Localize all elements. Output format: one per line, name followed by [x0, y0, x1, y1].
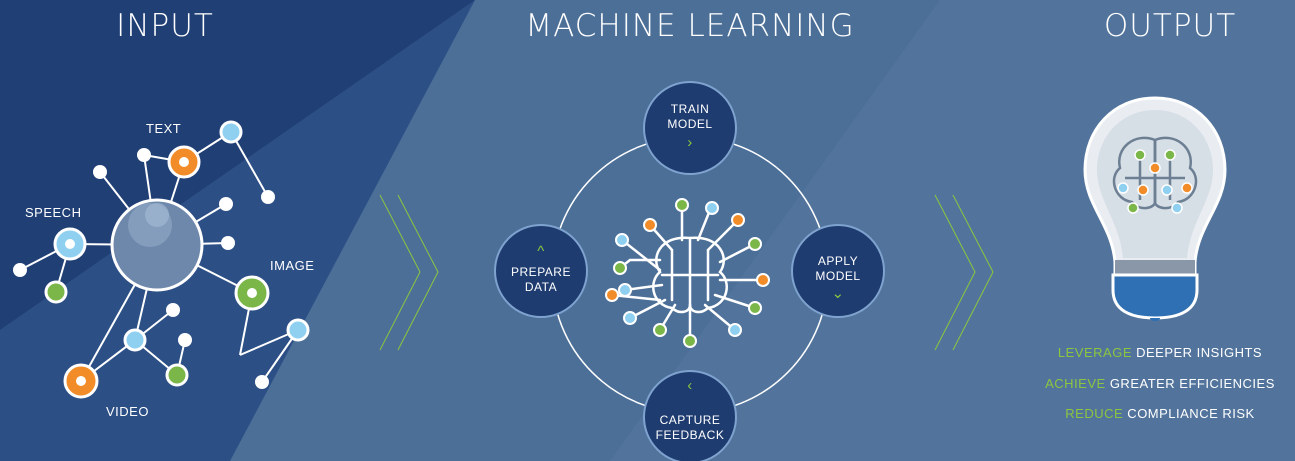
- chevron-down-icon: ⌄: [831, 285, 845, 302]
- text-label: TEXT: [146, 121, 182, 136]
- machine-learning-title: MACHINE LEARNING: [525, 8, 855, 44]
- train-model-line2: MODEL: [667, 117, 713, 131]
- output-reduce-highlight: REDUCE: [1065, 406, 1124, 421]
- chevron-up-icon: ^: [537, 243, 545, 260]
- capture-feedback-line2: FEEDBACK: [655, 428, 725, 442]
- apply-model-node: APPLY MODEL ⌄: [791, 224, 885, 318]
- prepare-data-node: ^ PREPARE DATA: [494, 224, 588, 318]
- train-model-node: TRAIN MODEL ›: [643, 81, 737, 175]
- output-reduce-line: REDUCE COMPLIANCE RISK: [1030, 406, 1290, 421]
- train-model-line1: TRAIN: [670, 102, 710, 116]
- output-leverage-line: LEVERAGE DEEPER INSIGHTS: [1030, 345, 1290, 360]
- speech-label: SPEECH: [25, 205, 82, 220]
- output-leverage-highlight: LEVERAGE: [1057, 345, 1132, 360]
- image-label: IMAGE: [270, 258, 315, 273]
- input-title: INPUT: [116, 8, 214, 44]
- output-reduce-text: COMPLIANCE RISK: [1123, 406, 1255, 421]
- chevron-left-icon: ‹: [687, 377, 693, 394]
- output-leverage-text: DEEPER INSIGHTS: [1132, 345, 1263, 360]
- apply-model-line1: APPLY: [817, 254, 859, 268]
- chevron-right-icon: ›: [687, 134, 693, 151]
- output-achieve-line: ACHIEVE GREATER EFFICIENCIES: [1030, 376, 1290, 391]
- output-achieve-text: GREATER EFFICIENCIES: [1105, 376, 1275, 391]
- prepare-data-line2: DATA: [524, 280, 558, 294]
- capture-feedback-node: ‹ CAPTURE FEEDBACK: [643, 370, 737, 461]
- video-label: VIDEO: [106, 404, 149, 419]
- output-title: OUTPUT: [1103, 8, 1237, 44]
- output-achieve-highlight: ACHIEVE: [1045, 376, 1106, 391]
- prepare-data-line1: PREPARE: [511, 265, 571, 279]
- capture-feedback-line1: CAPTURE: [659, 413, 721, 427]
- apply-model-line2: MODEL: [815, 269, 861, 283]
